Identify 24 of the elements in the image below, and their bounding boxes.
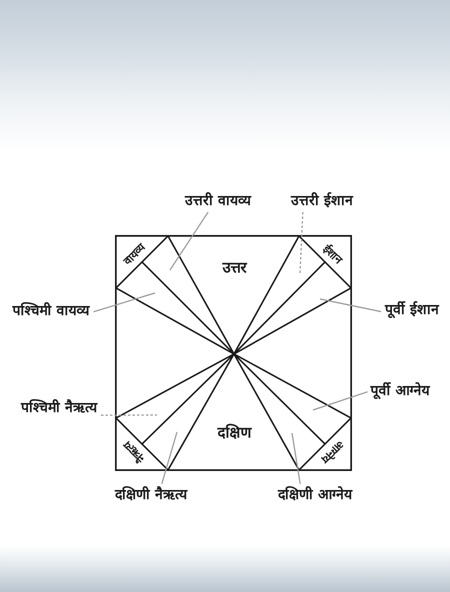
direction-label: पूर्वी आग्नेय <box>370 382 430 400</box>
direction-label: उत्तरी वायव्य <box>185 192 251 210</box>
direction-label: दक्षिणी नैऋत्य <box>115 486 187 504</box>
corner-triangle <box>298 236 350 288</box>
direction-label: उत्तरी ईशान <box>291 192 353 210</box>
direction-label: दक्षिणी आग्नेय <box>278 486 352 504</box>
sector-triangle <box>116 288 234 418</box>
direction-label: पश्चिमी नैऋत्य <box>21 400 97 416</box>
leader-line <box>170 212 209 270</box>
direction-label: पश्चिमी वायव्य <box>12 302 90 320</box>
leader-line <box>320 298 382 312</box>
corner-triangle <box>116 236 168 288</box>
leader-line <box>93 292 156 312</box>
direction-label: उत्तर <box>222 258 246 276</box>
corner-triangle <box>116 418 168 470</box>
leader-line <box>161 432 178 484</box>
leader-line <box>299 212 304 274</box>
direction-label: दक्षिण <box>218 424 252 442</box>
leader-line <box>312 391 368 411</box>
corner-triangle <box>298 418 350 470</box>
square-frame <box>115 235 352 471</box>
sector-triangle <box>234 288 350 418</box>
direction-label: पूर्वी ईशान <box>385 302 439 318</box>
leader-line <box>100 414 157 416</box>
